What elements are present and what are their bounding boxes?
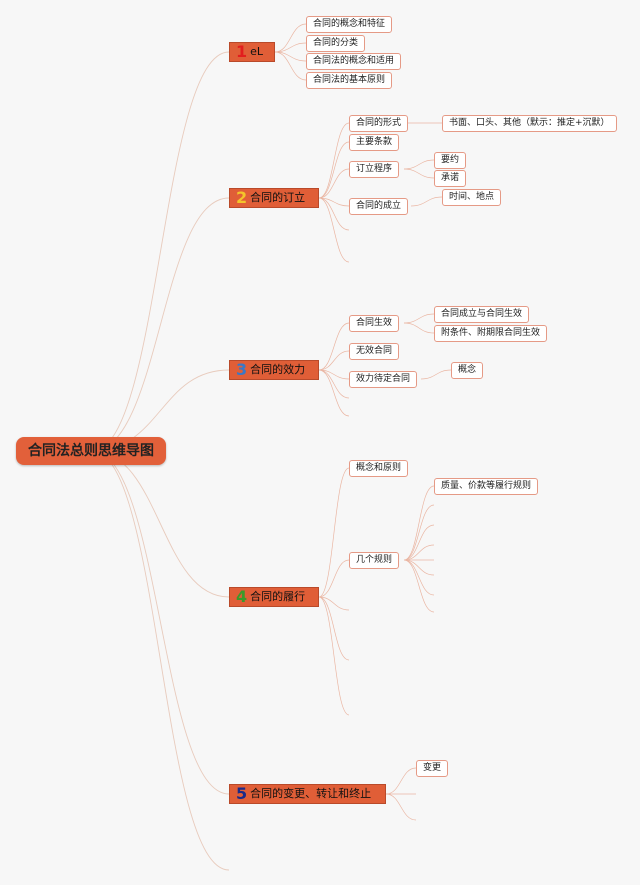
- node-quality-price-rules[interactable]: 质量、价款等履行规则: [434, 478, 539, 495]
- connector-line: [274, 51, 307, 81]
- connector-line: [385, 767, 417, 795]
- node-contract-concept[interactable]: 合同的概念和特征: [306, 16, 393, 33]
- connector-line: [403, 322, 435, 334]
- connector-line: [318, 467, 350, 598]
- connector-line: [385, 793, 417, 821]
- connector-line: [420, 369, 452, 380]
- node-contract-types[interactable]: 合同的分类: [306, 35, 366, 52]
- connector-line: [318, 559, 350, 598]
- connector-line: [91, 450, 230, 795]
- branch-5-label: 合同的变更、转让和终止: [250, 787, 372, 800]
- node-form-types[interactable]: 书面、口头、其他（默示：推定+沉默）: [442, 115, 617, 132]
- connector-line: [403, 504, 435, 561]
- node-contract-effect[interactable]: 合同生效: [349, 315, 400, 332]
- connector-line: [91, 450, 230, 598]
- branch-1-label: eL: [250, 45, 264, 58]
- node-offer[interactable]: 要约: [434, 152, 467, 169]
- branch-4-label: 合同的履行: [250, 590, 306, 603]
- connector-line: [318, 141, 350, 199]
- connector-line: [403, 559, 435, 613]
- connector-line: [403, 559, 435, 596]
- node-pending-concept[interactable]: 概念: [451, 362, 484, 379]
- connector-line: [91, 450, 230, 871]
- branch-3-number: 3: [236, 360, 248, 379]
- node-pending-contract[interactable]: 效力待定合同: [349, 371, 418, 388]
- branch-4-number: 4: [236, 587, 248, 606]
- node-formation-procedure[interactable]: 订立程序: [349, 161, 400, 178]
- connector-line: [403, 313, 435, 324]
- branch-2-number: 2: [236, 188, 248, 207]
- branch-5-number: 5: [236, 784, 248, 803]
- connector-line: [274, 23, 307, 53]
- node-contract-form[interactable]: 合同的形式: [349, 115, 409, 132]
- node-time-place[interactable]: 时间、地点: [442, 189, 502, 206]
- connector-line: [318, 350, 350, 371]
- connector-line: [403, 485, 435, 561]
- connector-line: [410, 196, 443, 207]
- node-establish-vs-effect[interactable]: 合同成立与合同生效: [434, 306, 530, 323]
- connector-line: [318, 596, 350, 611]
- node-law-principles[interactable]: 合同法的基本原则: [306, 72, 393, 89]
- node-modification[interactable]: 变更: [416, 760, 449, 777]
- node-conditional-effect[interactable]: 附条件、附期限合同生效: [434, 325, 548, 342]
- connector-line: [403, 544, 435, 561]
- connector-line: [318, 596, 350, 661]
- connector-line: [318, 596, 350, 716]
- connector-line: [274, 42, 307, 53]
- node-contract-establishment[interactable]: 合同的成立: [349, 198, 409, 215]
- branch-1-number: 1: [236, 42, 248, 61]
- connector-line: [318, 122, 350, 199]
- branch-3-label: 合同的效力: [250, 363, 306, 376]
- node-acceptance[interactable]: 承诺: [434, 170, 467, 187]
- connector-line: [403, 168, 435, 179]
- node-law-concept[interactable]: 合同法的概念和适用: [306, 53, 402, 70]
- node-several-rules[interactable]: 几个规则: [349, 552, 400, 569]
- branch-2-label: 合同的订立: [250, 191, 306, 204]
- root-topic[interactable]: 合同法总则思维导图: [16, 437, 166, 465]
- connector-line: [91, 51, 230, 452]
- node-void-contract[interactable]: 无效合同: [349, 343, 400, 360]
- connector-line: [91, 197, 230, 452]
- connector-line: [318, 197, 350, 231]
- connector-line: [318, 369, 350, 417]
- connector-line: [318, 197, 350, 263]
- connector-line: [318, 322, 350, 371]
- connector-line: [318, 168, 350, 199]
- connector-line: [403, 524, 435, 561]
- node-performance-principles[interactable]: 概念和原则: [349, 460, 409, 477]
- node-main-terms[interactable]: 主要条款: [349, 134, 400, 151]
- connector-line: [403, 159, 435, 170]
